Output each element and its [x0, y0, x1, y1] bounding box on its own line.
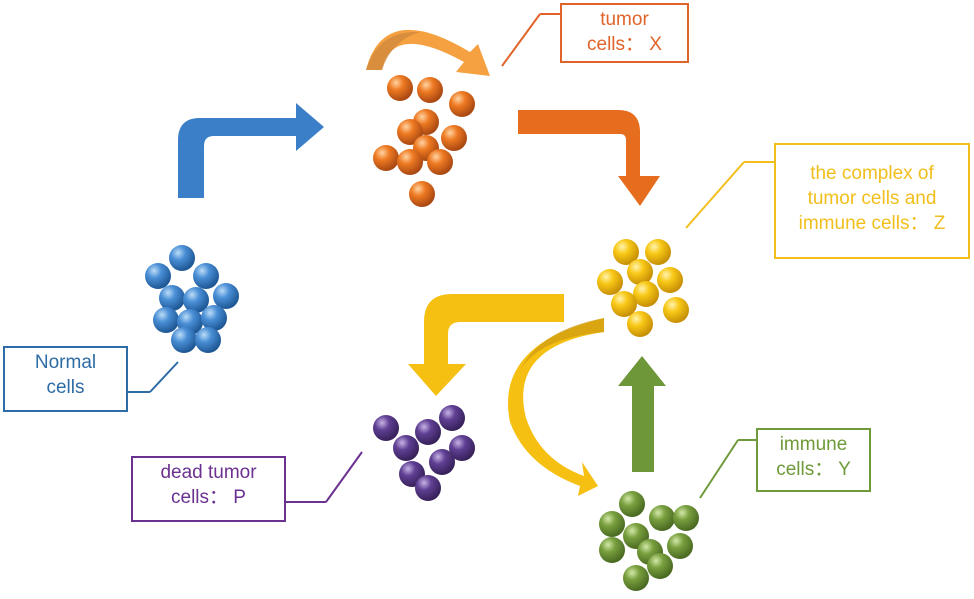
normal-cells-cluster: [145, 245, 239, 353]
complex-cells-label-line3: immune cells： Z: [798, 213, 946, 234]
arrow-tumor-self-loop: [366, 29, 490, 76]
arrow-normal-to-tumor: [178, 103, 324, 198]
leader-line-immune: [699, 439, 739, 499]
immune-cells-label-line2: cells： Y: [776, 459, 851, 480]
arrow-complex-to-dead: [408, 294, 564, 396]
immune-cells-cluster: [599, 491, 699, 591]
leader-line-normal-diag: [149, 361, 179, 393]
normal-cells-label: Normal cells: [3, 346, 128, 412]
complex-cells-label-line2: tumor cells and: [807, 188, 937, 209]
dead-tumor-cells-label-line2: cells： P: [171, 487, 246, 508]
complex-cells-cluster: [597, 239, 689, 337]
dead-tumor-cells-cluster: [373, 405, 475, 501]
complex-cells-label-line1: the complex of: [810, 163, 934, 184]
leader-line-complex: [685, 161, 745, 229]
tumor-cells-label: tumor cells： X: [560, 3, 689, 63]
immune-cells-label-line1: immune: [779, 434, 848, 455]
arrow-immune-to-complex: [618, 356, 666, 472]
tumor-cells-label-line1: tumor: [600, 9, 649, 30]
arrow-tumor-to-complex: [518, 110, 660, 206]
tumor-cells-label-line2: cells： X: [587, 34, 662, 55]
dead-tumor-cells-label-line1: dead tumor: [160, 462, 257, 483]
dead-tumor-cells-label: dead tumor cells： P: [131, 456, 286, 522]
tumor-cells-cluster: [373, 75, 475, 207]
leader-line-dead-diag: [325, 451, 363, 503]
normal-cells-label-line1: Normal: [34, 352, 97, 373]
immune-cells-label: immune cells： Y: [756, 428, 871, 492]
arrow-complex-to-immune: [507, 318, 604, 496]
complex-cells-label: the complex of tumor cells and immune ce…: [774, 143, 970, 259]
normal-cells-label-line2: cells: [46, 377, 85, 398]
leader-line-tumor: [501, 13, 541, 67]
